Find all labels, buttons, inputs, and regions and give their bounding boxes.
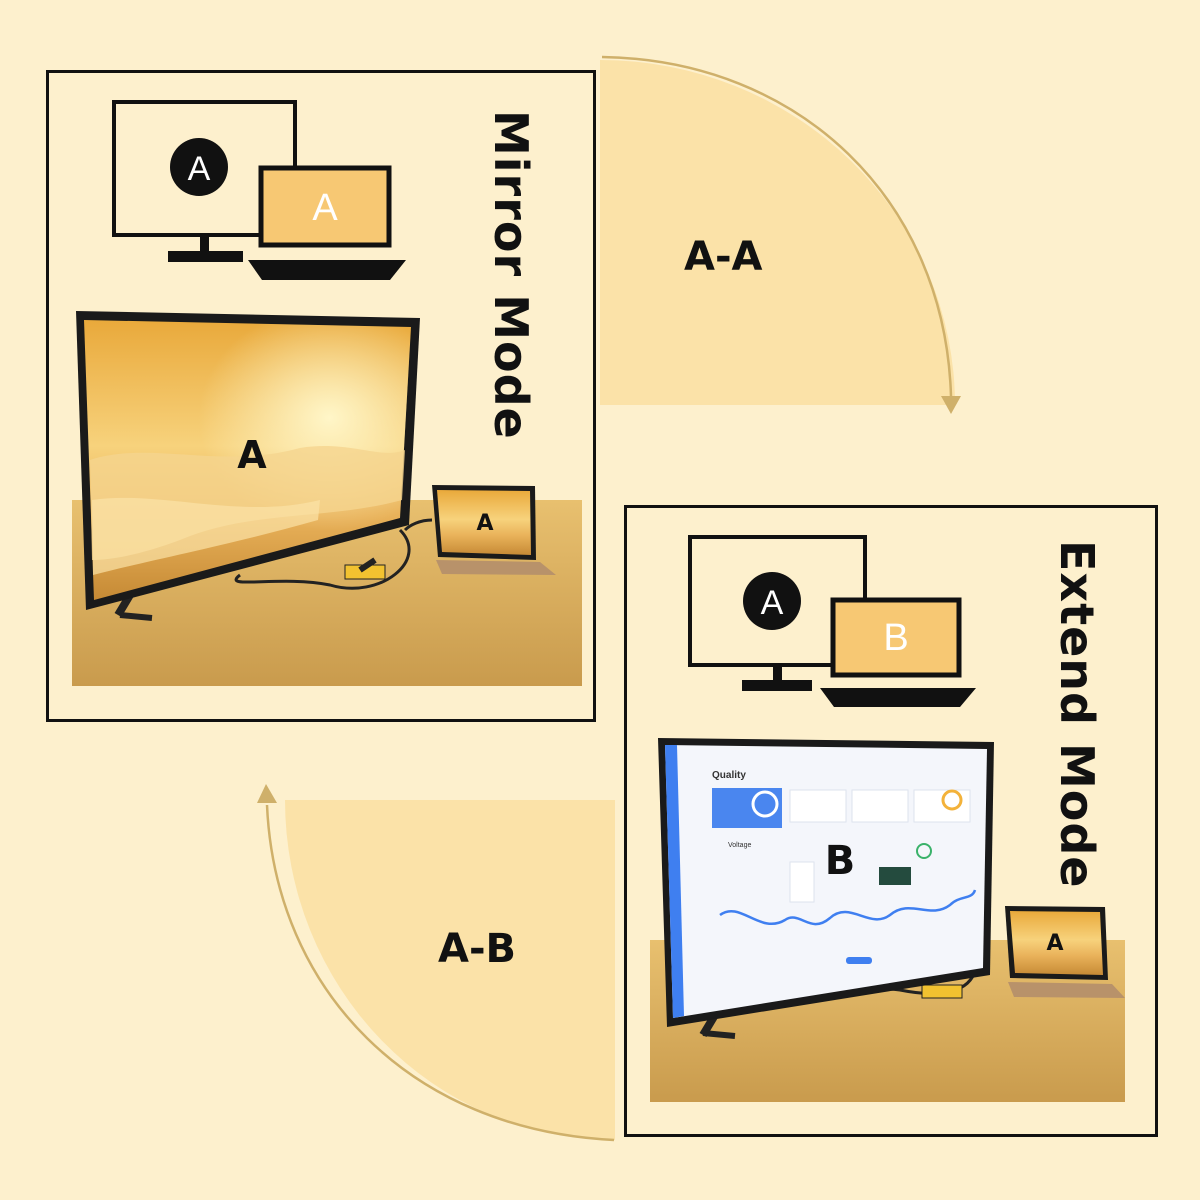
extend-tv-letter: B — [825, 838, 856, 884]
arrow-up-head — [257, 784, 277, 803]
mirror-monitor-letter: A — [188, 150, 211, 188]
extend-pair-label: A-B — [438, 926, 517, 972]
mirror-mode-label: Mirror Mode — [484, 110, 538, 440]
extend-laptop-letter: B — [883, 617, 908, 659]
mirror-scene: A A — [72, 311, 582, 686]
arrow-down-icon — [601, 55, 953, 397]
bottom-quarter-shape — [285, 800, 615, 1140]
extend-laptop-icon: B — [820, 597, 976, 707]
mirror-pair-label: A-A — [684, 234, 763, 280]
extend-monitor-letter: A — [761, 584, 784, 622]
mirror-tv-letter: A — [237, 433, 267, 477]
extend-tablet-letter: A — [1046, 931, 1063, 956]
extend-dashboard-title: Quality — [712, 770, 746, 781]
mirror-laptop-letter: A — [312, 187, 338, 229]
mirror-laptop-icon: A — [248, 165, 406, 280]
arrow-down-head — [941, 396, 961, 414]
top-quarter-shape — [600, 60, 955, 405]
mirror-tablet-letter: A — [476, 511, 493, 536]
extend-dashboard-section: Voltage — [728, 842, 751, 849]
extend-mode-label: Extend Mode — [1050, 540, 1104, 889]
extend-scene: Quality Voltage B A — [650, 738, 1125, 1102]
arrow-up-icon — [265, 804, 615, 1142]
